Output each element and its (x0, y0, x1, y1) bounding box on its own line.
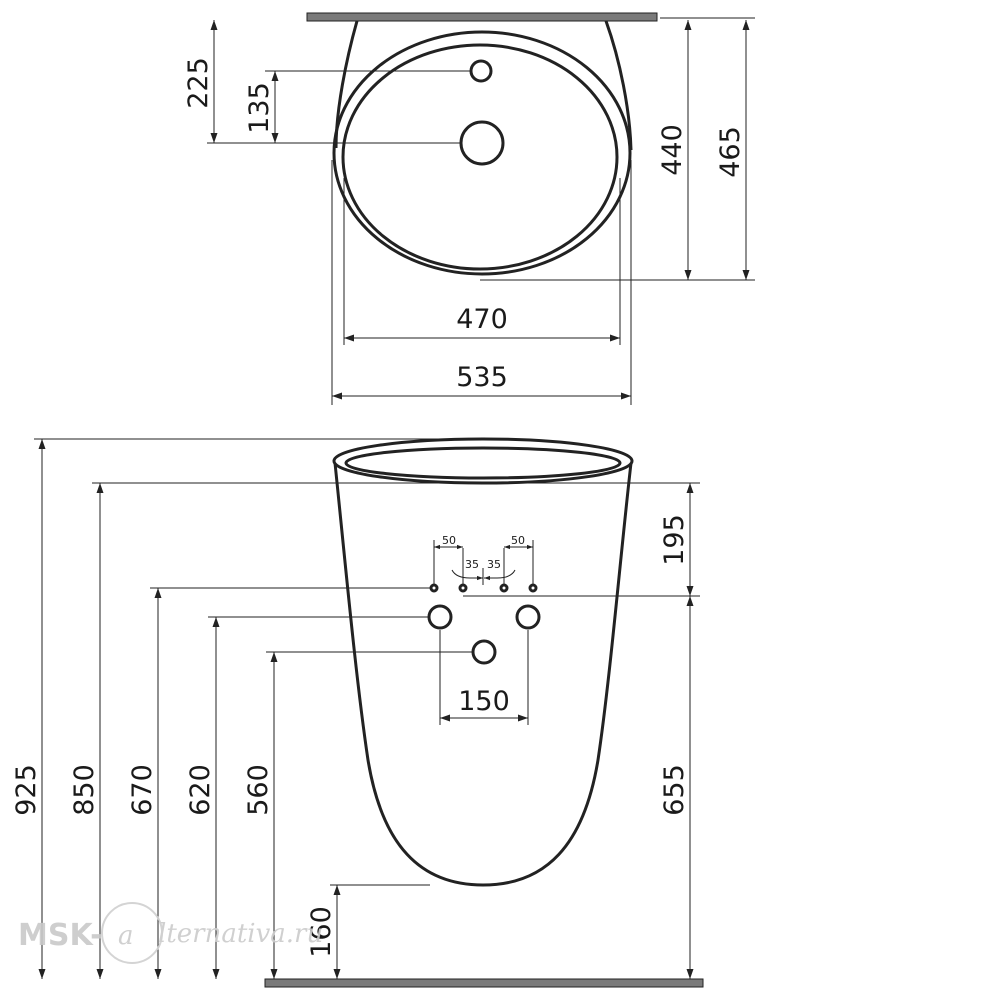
fix-hole-left-outer (429, 583, 439, 593)
top-bowl-outer (332, 30, 632, 276)
top-bowl-inner (341, 43, 619, 271)
fix-hole-left-inner (458, 583, 468, 593)
dim-label-225: 225 (183, 57, 214, 109)
front-body-outline (333, 462, 633, 887)
dim-label-135: 135 (244, 82, 275, 134)
dim-line-35b (484, 569, 516, 581)
front-floor-plate (264, 978, 704, 988)
dim-label-35b: 35 (487, 558, 501, 571)
tap-hole (469, 59, 493, 83)
dim-label-150: 150 (458, 686, 510, 717)
dim-label-850: 850 (69, 764, 100, 816)
dim-label-160: 160 (306, 906, 337, 958)
watermark-left-text: MSK- (18, 918, 103, 953)
watermark-mark-letter: a (118, 921, 134, 951)
dim-label-535: 535 (456, 362, 508, 393)
supply-hole-right (515, 604, 541, 630)
dim-label-440: 440 (657, 124, 688, 176)
fix-hole-right-inner (499, 583, 509, 593)
dim-label-670: 670 (127, 764, 158, 816)
watermark: MSK- a lternativa.ru (18, 902, 323, 964)
dim-label-50a: 50 (442, 534, 456, 547)
dim-label-35a: 35 (465, 558, 479, 571)
watermark-right-text: lternativa.ru (158, 919, 323, 949)
dim-label-560: 560 (243, 764, 274, 816)
watermark-circle-mark (101, 902, 163, 964)
top-wall-plate (306, 12, 658, 22)
dim-label-50b: 50 (511, 534, 525, 547)
waste-hole (471, 639, 497, 665)
dim-label-620: 620 (185, 764, 216, 816)
dim-label-465: 465 (715, 126, 746, 178)
dim-label-925: 925 (11, 764, 42, 816)
dim-label-655: 655 (659, 764, 690, 816)
front-rim-inner (344, 446, 622, 480)
dim-label-195: 195 (659, 514, 690, 566)
top-view: 225 135 440 465 470 535 (183, 12, 755, 405)
dim-label-470: 470 (456, 304, 508, 335)
drain-hole (459, 120, 505, 166)
front-view: 50 50 35 35 150 925 850 670 620 560 (11, 437, 704, 988)
front-rim-outer (332, 437, 634, 485)
dim-line-35a (451, 569, 483, 581)
supply-hole-left (427, 604, 453, 630)
fix-hole-right-outer (528, 583, 538, 593)
